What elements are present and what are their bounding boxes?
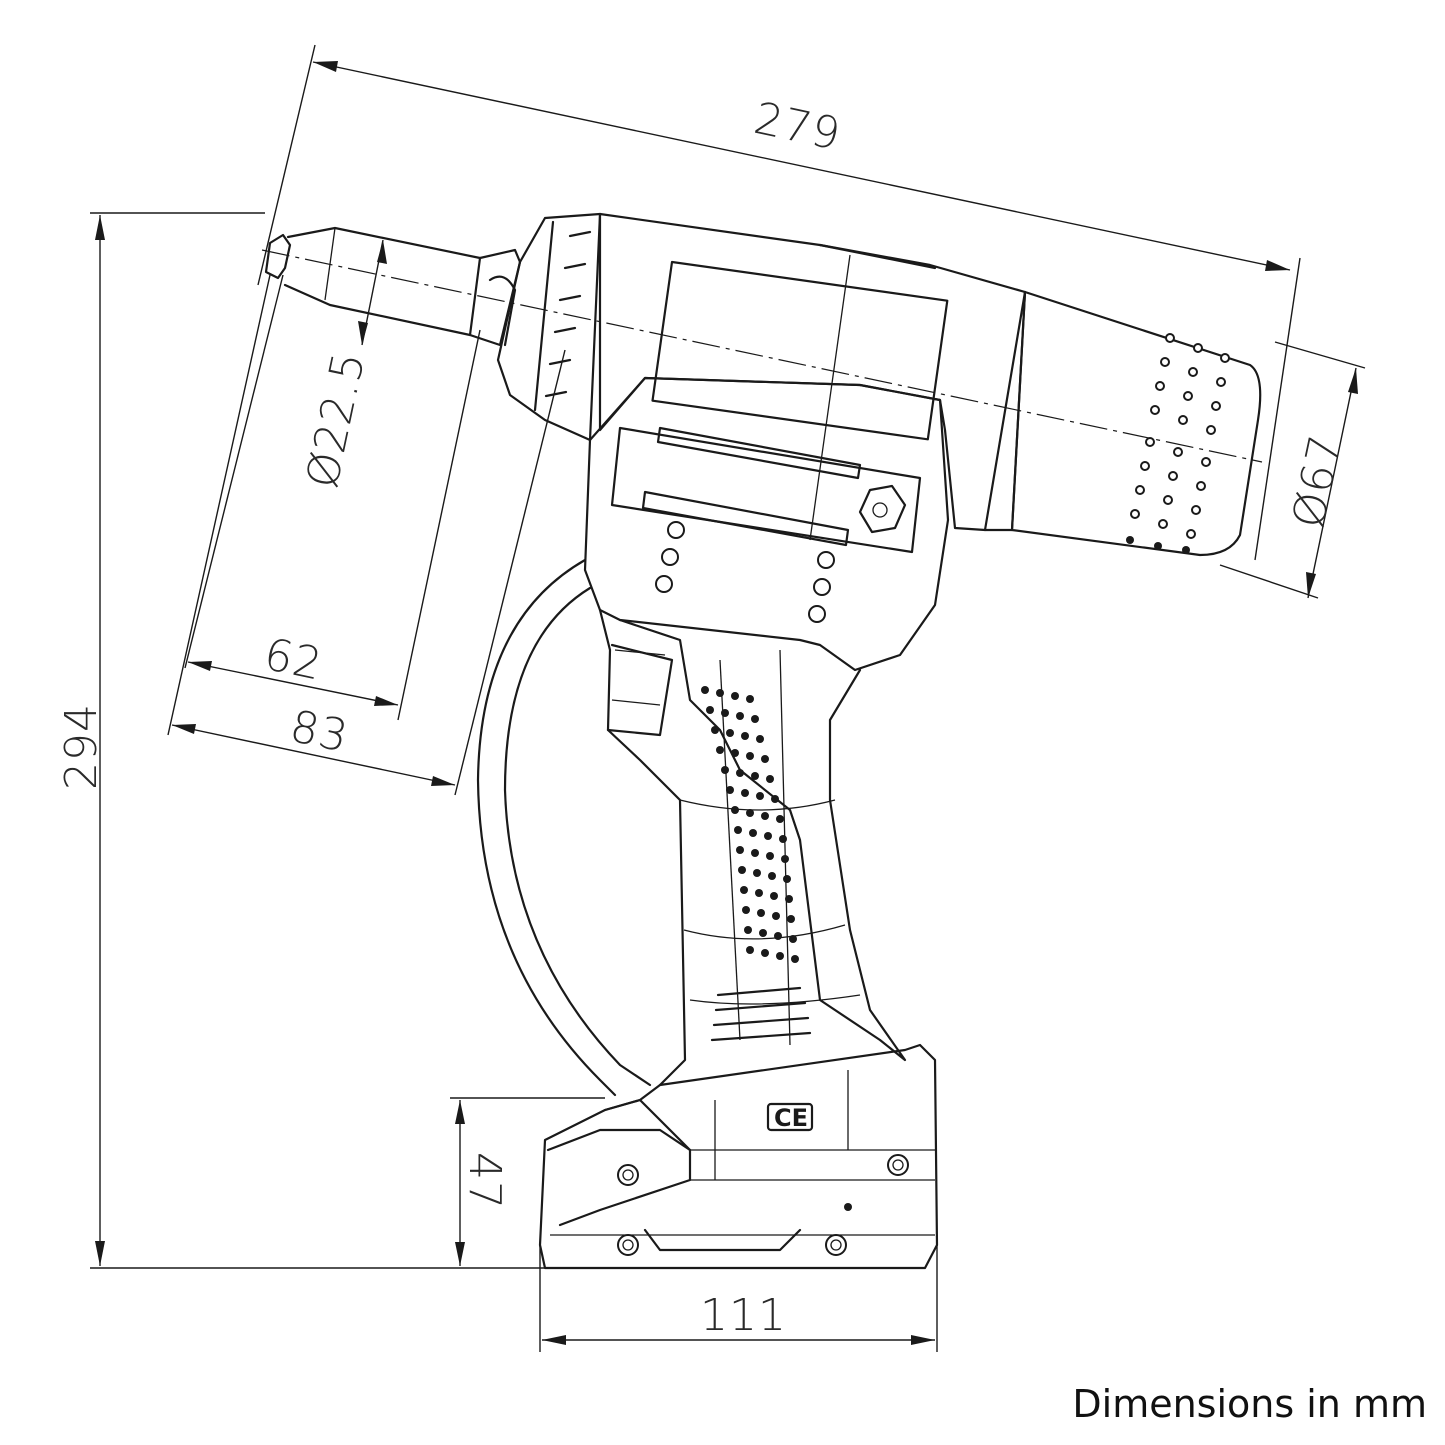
nose-piece: [264, 226, 522, 347]
rear-barrel: [1010, 290, 1262, 557]
height-294-label: 294: [56, 703, 107, 790]
battery-height-47-label: 47: [459, 1152, 510, 1210]
center-axis: [261, 249, 1263, 463]
chuck-collar: [496, 212, 602, 442]
battery-width-111-label: 111: [700, 1290, 787, 1341]
ce-mark-text: CE: [774, 1104, 808, 1132]
dimension-nose-diameter: Ø22.5: [297, 239, 387, 492]
barrel-vent-holes: [1126, 333, 1230, 554]
rivet-tool-outline: CE: [261, 212, 1263, 1270]
grip-ridges: [710, 986, 812, 1042]
length-279-label: 279: [750, 93, 846, 161]
dimension-battery-width: 111: [539, 1245, 938, 1352]
trigger-guard: [476, 558, 652, 1097]
dimension-nose-offsets: 62 83: [167, 274, 566, 796]
pistol-grip: [606, 618, 907, 1087]
dimension-overall-height: 294: [56, 212, 545, 1269]
main-body: [598, 212, 1027, 541]
diameter-67-label: Ø67: [1283, 430, 1352, 532]
handle-head-housing: [583, 376, 950, 672]
offset-83-label: 83: [286, 701, 353, 763]
trigger: [598, 608, 674, 737]
dimension-overall-length: 279: [257, 44, 1301, 561]
grip-texture-dots: [701, 686, 799, 963]
units-caption: Dimensions in mm: [1072, 1382, 1427, 1426]
offset-62-label: 62: [260, 629, 327, 691]
ce-mark-box: [766, 1102, 814, 1132]
battery-pack: CE: [538, 1043, 939, 1270]
diameter-22-5-label: Ø22.5: [297, 347, 375, 492]
dimension-body-diameter: Ø67: [1219, 341, 1366, 599]
dimension-battery-height: 47: [450, 1097, 605, 1266]
